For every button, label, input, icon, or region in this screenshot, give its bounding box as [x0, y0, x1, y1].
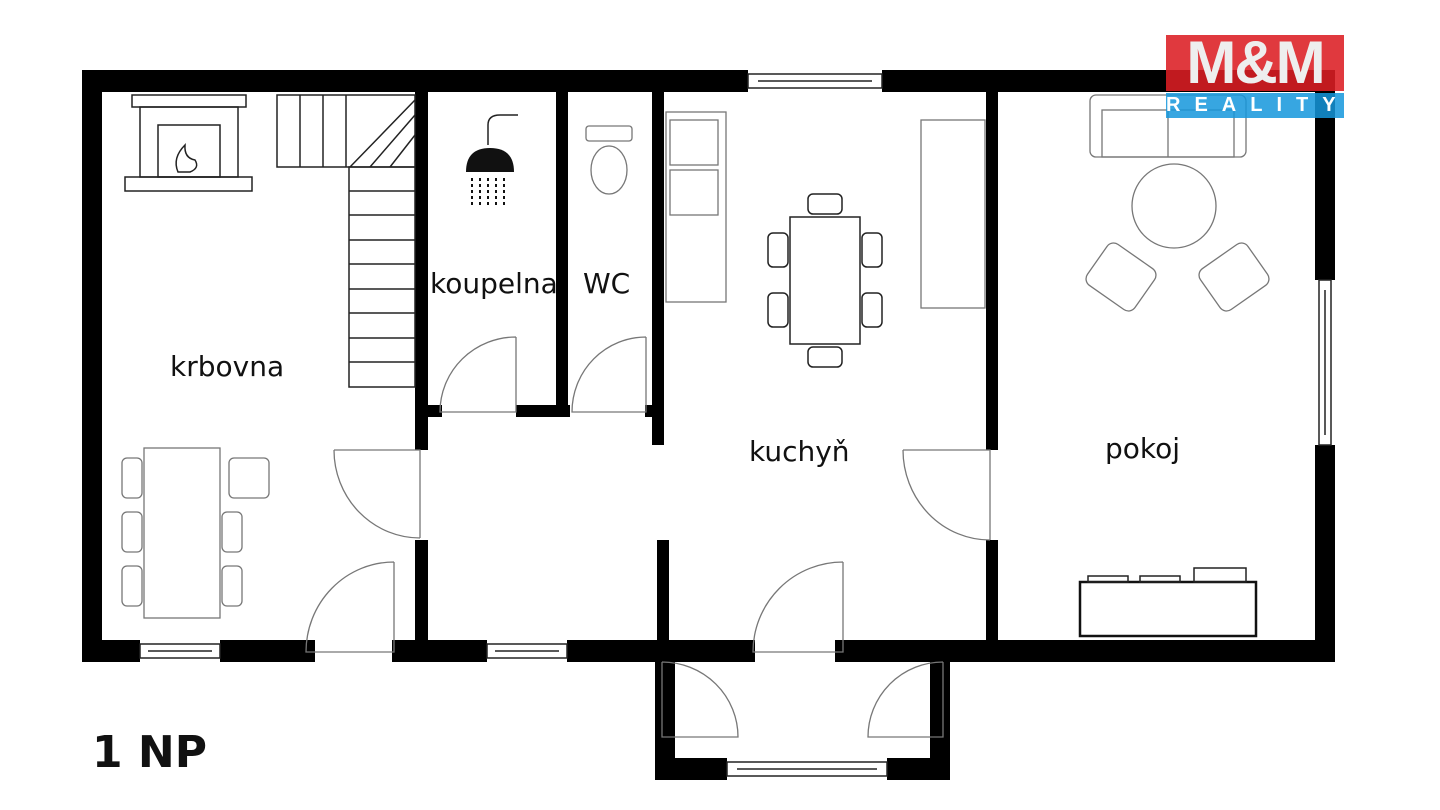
mm-reality-logo: M&M REALITY [1166, 33, 1350, 118]
room-labels: krbovna koupelna WC kuchyň pokoj [170, 267, 1180, 468]
doors [305, 336, 991, 738]
krbovna-table-icon [121, 447, 270, 619]
floor-label: 1 NP [92, 727, 207, 778]
stove-icon [1078, 567, 1258, 638]
walls [82, 70, 1335, 780]
fireplace-icon [124, 94, 253, 192]
shower-icon [466, 114, 518, 208]
room-label-koupelna: koupelna [430, 267, 558, 300]
room-label-pokoj: pokoj [1105, 432, 1180, 465]
room-label-krbovna: krbovna [170, 350, 284, 383]
toilet-icon [585, 125, 633, 195]
logo-top: M&M [1166, 33, 1344, 93]
dining-table-icon [767, 193, 883, 368]
stairs-icon [276, 94, 416, 388]
room-label-kuchyn: kuchyň [749, 435, 850, 468]
kitchen-sink-icon [665, 111, 727, 303]
room-label-wc: WC [583, 267, 630, 300]
windows [139, 73, 1332, 777]
armchair-icon [1085, 242, 1270, 312]
logo-bottom: REALITY [1166, 93, 1350, 118]
round-table-icon [1131, 163, 1217, 249]
kitchen-counter [920, 119, 986, 309]
